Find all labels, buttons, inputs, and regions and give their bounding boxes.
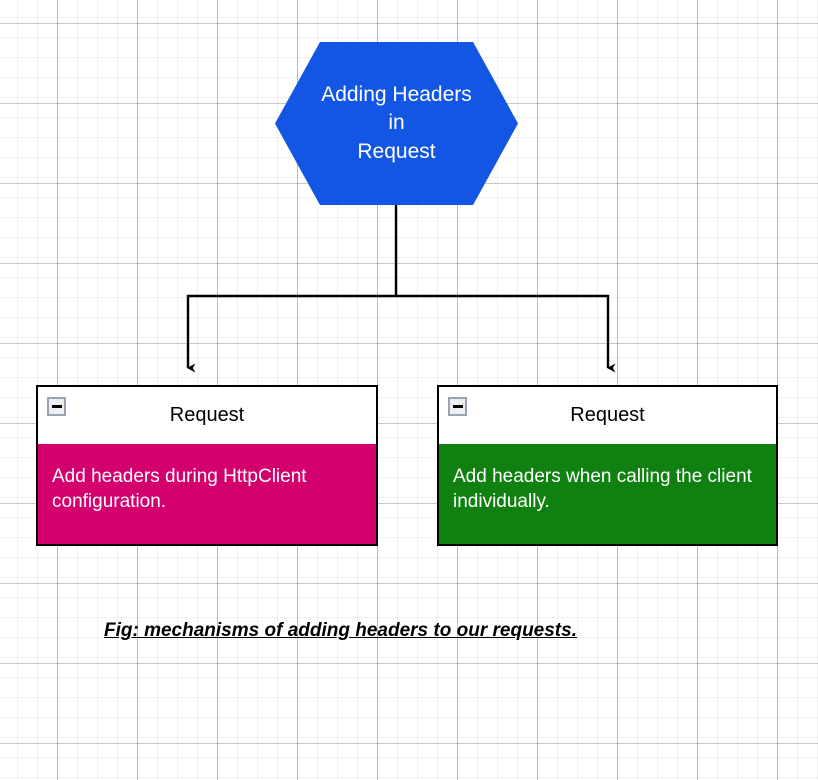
branch-node-http-client-configuration[interactable]: Request Add headers during HttpClient co… — [36, 385, 378, 546]
branch-title-left: Request — [169, 404, 245, 426]
branch-header-right: Request — [439, 387, 776, 444]
hexagon-shape — [275, 42, 518, 205]
minus-icon-bar — [51, 405, 62, 408]
branch-title-right: Request — [570, 404, 645, 426]
root-node-label: Adding Headers in Request — [321, 82, 472, 163]
minus-icon[interactable] — [47, 397, 66, 416]
root-node-adding-headers-in-request[interactable]: Adding Headers in Request — [275, 42, 518, 205]
figure-caption: Fig: mechanisms of adding headers to our… — [104, 620, 577, 641]
branch-node-client-individually[interactable]: Request Add headers when calling the cli… — [437, 385, 778, 546]
branch-header-left: Request — [38, 387, 376, 444]
connector-to-left — [186, 294, 396, 373]
branch-body-left: Add headers during HttpClient configurat… — [38, 444, 376, 544]
minus-icon[interactable] — [448, 397, 467, 416]
connector-to-right — [396, 294, 616, 373]
minus-icon-bar — [452, 405, 463, 408]
branch-body-right: Add headers when calling the client indi… — [439, 444, 776, 544]
